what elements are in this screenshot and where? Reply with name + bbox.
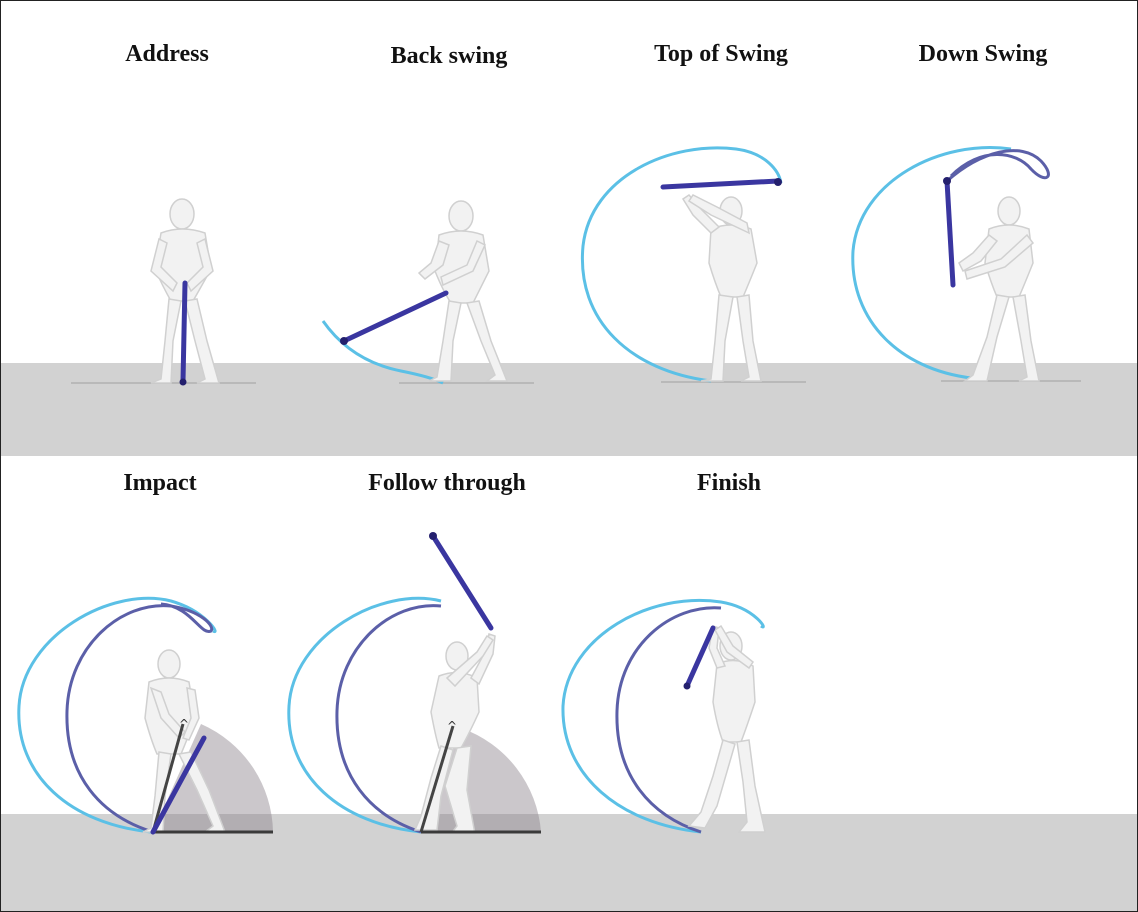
swing-arc-inner-impact [65,602,214,834]
swing-arc-inner-down-swing [946,149,1050,183]
club-top-of-swing [660,178,781,190]
swing-arc-finish [561,598,765,834]
golfer-figure-follow-through [413,633,496,835]
club-address [180,280,188,384]
panel-finish [551,456,841,911]
golfer-figure-back-swing [417,200,509,382]
clubhead-finish [683,682,691,690]
phase-label-top-of-swing: Top of Swing [654,41,788,67]
club-down-swing [944,178,956,288]
clubhead-down-swing [943,177,951,185]
reference-line-impact [151,723,185,833]
swing-arc-top-of-swing [580,146,783,383]
swing-arc-down-swing [851,146,1012,381]
swing-arc-inner-finish [615,606,722,834]
arrow-marker-impact: ^ [179,717,189,731]
panel-follow-through: ^ [271,456,561,911]
ground-line [399,382,534,384]
clubhead-back-swing [340,337,348,345]
reference-line-follow-through [419,725,455,833]
phase-label-impact: Impact [123,470,197,496]
club-impact [150,735,207,835]
panel-back-swing [291,1,571,456]
club-back-swing [341,290,449,344]
ground-band-top [1,363,1137,456]
panel-address [1,1,291,456]
ground-line [941,380,1081,382]
golfer-figure-top-of-swing [681,194,762,382]
phase-label-finish: Finish [696,470,762,496]
golfer-figure-address [150,198,220,384]
panel-impact: ^ [1,456,291,911]
swing-arc-back-swing [321,320,444,385]
club-finish [684,625,716,689]
ground-band-bottom [1,814,1137,911]
phase-label-follow-through: Follow through [368,470,526,496]
clubhead-follow-through [429,532,437,540]
panel-top-of-swing [571,1,841,456]
ground-line [661,381,806,383]
clubhead-top-of-swing [774,178,782,186]
swing-arc-inner-follow-through [335,604,442,834]
arrow-marker-follow-through: ^ [447,719,457,733]
swing-arc-impact [17,596,217,834]
phase-label-back-swing: Back swing [390,43,508,69]
panel-down-swing [841,1,1137,456]
swing-arc-follow-through [287,596,442,834]
angle-fan-impact [153,724,273,832]
golfer-figure-down-swing [958,196,1040,382]
phase-label-down-swing: Down Swing [918,41,1048,67]
golfer-figure-finish [687,624,766,833]
club-follow-through [430,533,494,631]
phase-label-address: Address [125,41,209,67]
clubhead-address [179,378,187,386]
